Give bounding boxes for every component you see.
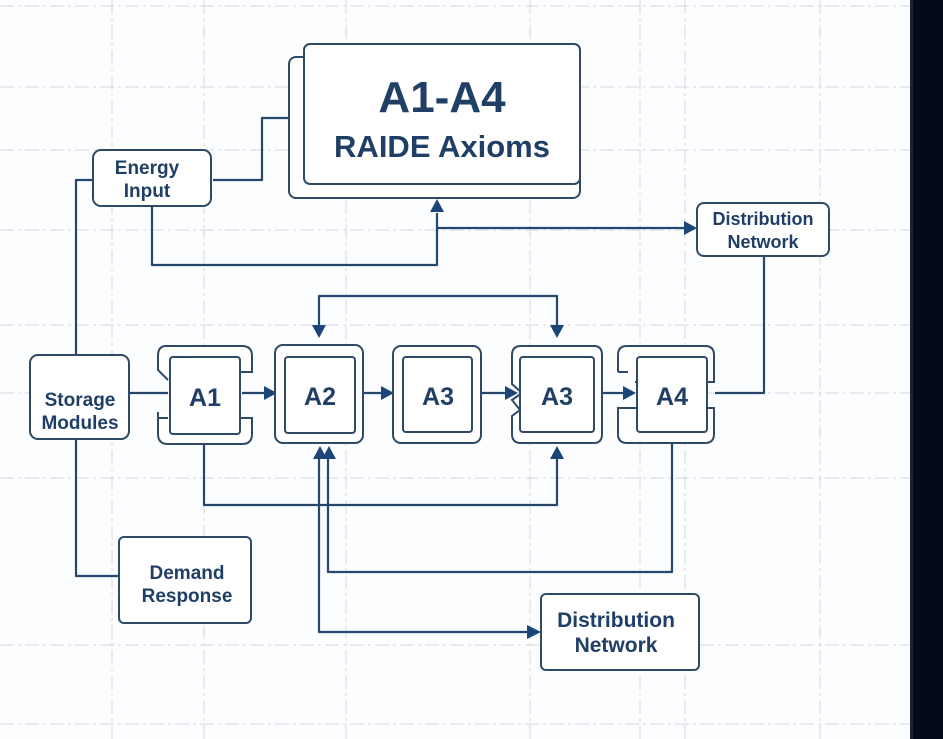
arrow-head-a3b-left	[505, 386, 518, 400]
distribution-network-top-node[interactable]: Distribution Network	[696, 202, 830, 257]
arrow-head-title-bottom	[430, 199, 444, 212]
wire-energy-to-title	[213, 116, 296, 182]
wire-a2-to-distribution-bottom	[317, 452, 528, 634]
distribution-bottom-line1: Distribution	[557, 609, 675, 632]
arrow-head-a2-bottom-2	[322, 446, 336, 459]
wire-a2-a3-top-loop	[317, 294, 559, 336]
arrow-head-a2-left	[264, 386, 277, 400]
arrow-head-distribution-top	[684, 221, 697, 235]
arrow-head-a3b-top	[550, 325, 564, 338]
distribution-top-line1: Distribution	[713, 209, 814, 229]
energy-input-line2: Input	[124, 181, 171, 202]
wire-storage-to-energy	[74, 178, 93, 355]
a4-label: A4	[656, 383, 688, 411]
a1-label: A1	[189, 384, 221, 412]
wire-a1-a3-bottom-loop	[202, 444, 559, 507]
wire-a4-to-distribution	[715, 257, 766, 395]
diagram-canvas: A1-A4 RAIDE Axioms Energy Input Distribu…	[0, 0, 910, 739]
a3-first-node[interactable]: A3	[392, 345, 482, 444]
wire-storage-to-demand	[74, 438, 118, 578]
energy-input-line1: Energy	[115, 158, 180, 179]
arrow-head-a4-left	[623, 386, 636, 400]
storage-line2: Modules	[41, 413, 118, 434]
distribution-top-line2: Network	[727, 232, 799, 252]
connectors	[74, 116, 766, 634]
wire-energy-loop-to-title	[150, 207, 439, 267]
a2-node[interactable]: A2	[274, 344, 364, 444]
a3-second-label: A3	[541, 383, 573, 411]
title-line2: RAIDE Axioms	[334, 129, 550, 164]
a4-node[interactable]: A4	[617, 345, 715, 444]
energy-input-node[interactable]: Energy Input	[92, 149, 212, 207]
diagram-svg: A1-A4 RAIDE Axioms Energy Input Distribu…	[0, 0, 910, 739]
distribution-network-bottom-node[interactable]: Distribution Network	[540, 593, 700, 671]
dark-side-panel	[910, 0, 943, 739]
distribution-bottom-line2: Network	[575, 634, 658, 657]
arrow-head-a3-left	[381, 386, 394, 400]
arrow-head-distribution-bottom	[527, 625, 541, 639]
a3-second-node[interactable]: A3	[510, 345, 603, 444]
a3-first-label: A3	[422, 383, 454, 411]
demand-line2: Response	[142, 586, 233, 607]
title-node[interactable]: A1-A4 RAIDE Axioms	[288, 43, 581, 199]
storage-modules-node[interactable]: Storage Modules	[29, 354, 130, 440]
storage-line1: Storage	[45, 390, 116, 411]
demand-response-node[interactable]: Demand Response	[118, 536, 252, 624]
a2-label: A2	[304, 383, 336, 411]
wire-a4-a2-loop	[326, 444, 674, 574]
a1-node[interactable]: A1	[157, 345, 253, 445]
arrow-head-a2-bottom-1	[313, 446, 327, 459]
demand-line1: Demand	[150, 563, 225, 584]
arrow-head-a3b-bottom	[550, 446, 564, 459]
arrow-head-a2-top	[312, 325, 326, 338]
title-line1: A1-A4	[378, 73, 506, 122]
